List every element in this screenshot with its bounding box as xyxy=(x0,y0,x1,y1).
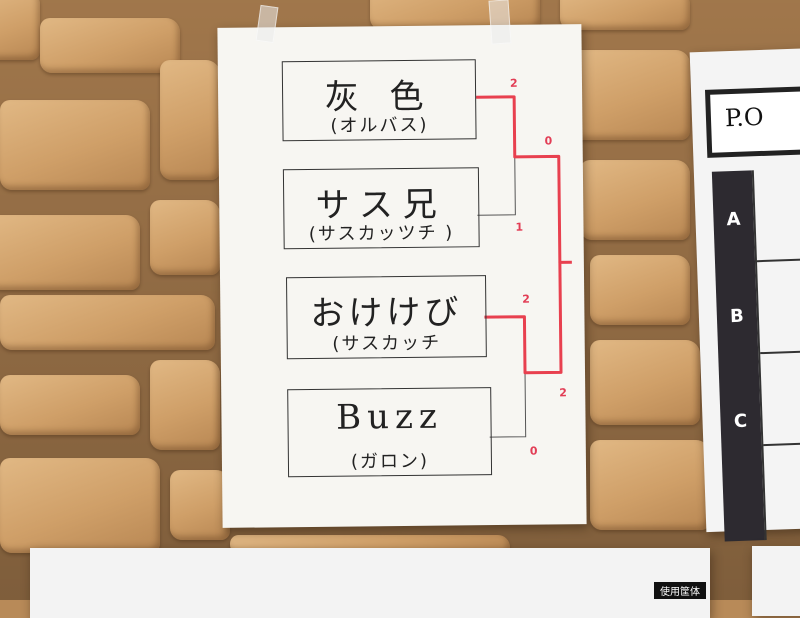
wall-stone xyxy=(590,255,690,325)
score-match2-top: 2 xyxy=(522,293,530,306)
bottom-notice-sheet: 使用筐体 xyxy=(30,548,710,618)
schedule-row-label: A xyxy=(713,208,754,230)
winner-line-match1 xyxy=(476,96,560,263)
entry-player-names: (ガロン) xyxy=(289,446,491,474)
bracket-entry-3: おけけび (サスカッチ xyxy=(286,275,487,359)
wall-stone xyxy=(0,215,140,290)
entry-player-names: (オルバス) xyxy=(283,110,475,138)
wall-stone xyxy=(0,375,140,435)
wall-stone xyxy=(590,440,710,530)
wall-stone xyxy=(40,18,180,73)
score-final-bottom: 2 xyxy=(559,386,567,399)
wall-stone xyxy=(0,0,40,60)
winner-line-match2 xyxy=(484,262,573,373)
tape-strip xyxy=(488,0,511,45)
bottom-right-sheet xyxy=(752,546,800,616)
bottom-sheet-tab: 使用筐体 xyxy=(654,582,706,599)
wall-stone xyxy=(150,360,220,450)
schedule-grid-row xyxy=(754,168,800,262)
wall-stone xyxy=(570,50,690,140)
wall-stone xyxy=(0,100,150,190)
bracket-entry-4: Buzz (ガロン) xyxy=(287,387,492,477)
score-match1-bottom: 1 xyxy=(515,221,523,234)
bracket-entry-2: サス兄 (サスカッツチ ) xyxy=(283,167,480,249)
schedule-grid-row xyxy=(760,352,800,446)
entry-player-names: (サスカッチ xyxy=(288,328,486,356)
schedule-sheet: P.O A B C xyxy=(690,48,800,532)
bracket-sheet: 灰 色 (オルバス) サス兄 (サスカッツチ ) おけけび (サスカッチ Buz… xyxy=(217,24,586,528)
schedule-header-box: P.O xyxy=(705,86,800,158)
wall-stone xyxy=(150,200,220,275)
wall-stone xyxy=(590,340,700,425)
bracket-entry-1: 灰 色 (オルバス) xyxy=(282,59,477,141)
score-match1-top: 2 xyxy=(510,77,518,90)
schedule-grid-row xyxy=(757,260,800,354)
bracket-connector-line xyxy=(477,157,516,215)
entry-player-names: (サスカッツチ ) xyxy=(284,218,478,246)
score-final-top: 0 xyxy=(545,134,553,147)
bracket-connector-line xyxy=(489,373,526,437)
schedule-row-label: C xyxy=(720,410,761,432)
schedule-title: P.O xyxy=(724,103,764,132)
entry-team-name: Buzz xyxy=(288,396,490,438)
score-match2-bottom: 0 xyxy=(530,445,538,458)
wall-stone xyxy=(0,458,160,553)
schedule-row-label: B xyxy=(717,305,758,327)
wall-stone xyxy=(580,160,690,240)
wall-stone xyxy=(170,470,230,540)
wall-stone xyxy=(160,60,220,180)
wall-stone xyxy=(0,295,215,350)
